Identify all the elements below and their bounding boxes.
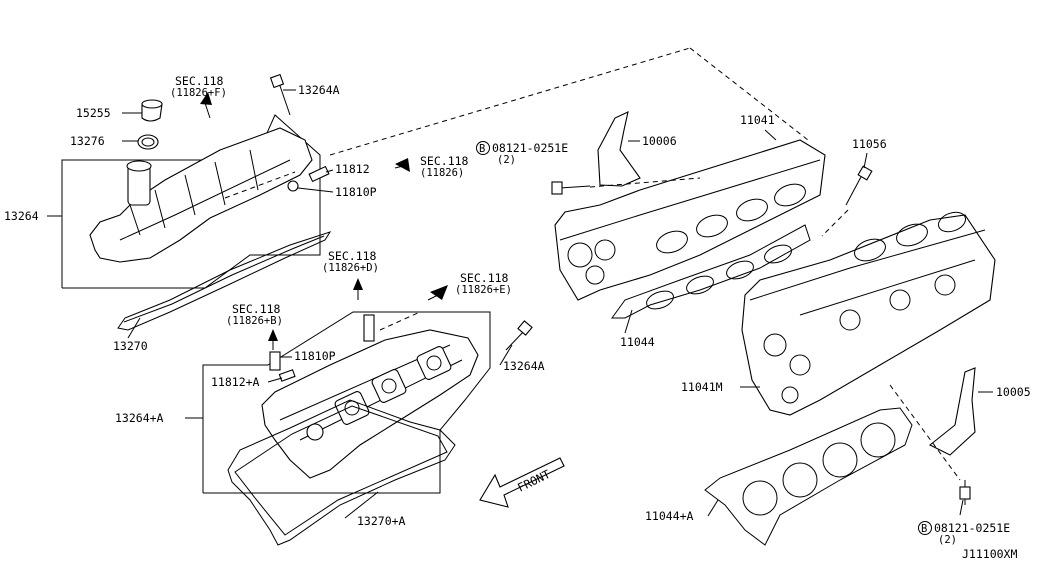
label-11812: 11812 — [335, 162, 370, 176]
label-b-low: B — [921, 523, 927, 535]
valve-11812a — [278, 369, 296, 382]
grommet-11810p-top — [287, 180, 299, 192]
bolt-08121-top — [559, 185, 591, 189]
label-10006: 10006 — [642, 134, 677, 148]
label-13270a: 13270+A — [357, 514, 406, 528]
oring-13276 — [137, 134, 159, 150]
label-15255: 15255 — [76, 106, 111, 120]
label-11810p-top: 11810P — [335, 185, 377, 199]
label-13264: 13264 — [4, 209, 39, 223]
cylinder-head-11041 — [554, 139, 826, 301]
cylinder-head-11041-group — [329, 47, 826, 334]
bolt-13264a-low — [505, 329, 526, 351]
label-11044: 11044 — [620, 335, 655, 349]
label-bolt-low-part: 08121-0251E — [934, 521, 1010, 535]
label-sec-plain-line1: SEC.118 — [420, 154, 469, 168]
label-sec-b-line2: (11826+B) — [226, 315, 283, 327]
label-13264a-top: 13264A — [298, 83, 340, 97]
bracket-10005 — [928, 367, 976, 456]
label-11041: 11041 — [740, 113, 775, 127]
label-bolt-low-qty: (2) — [938, 534, 957, 546]
label-sec-f-line1: SEC.118 — [175, 74, 224, 88]
label-13264a-plus: 13264+A — [115, 411, 164, 425]
label-sec-plain-line2: (11826) — [420, 167, 464, 179]
bolt-11056 — [845, 174, 863, 206]
front-direction-indicator — [479, 457, 565, 508]
diagram-code: J11100XM — [962, 547, 1017, 561]
label-sec-e-line1: SEC.118 — [460, 271, 509, 285]
gasket-11044a — [704, 407, 913, 546]
label-11056: 11056 — [852, 137, 887, 151]
label-b-top: B — [479, 143, 485, 155]
bolt-b-symbol-top — [476, 141, 490, 155]
bracket-10006 — [597, 111, 641, 187]
gasket-13270a — [227, 399, 456, 546]
rocker-cover-13264 — [89, 127, 313, 263]
label-sec-d-line1: SEC.118 — [328, 249, 377, 263]
gasket-13270 — [117, 231, 332, 331]
grommet-11810p-low — [269, 351, 281, 371]
label-11041m: 11041M — [681, 380, 723, 394]
bolt-b-symbol-low — [918, 521, 932, 535]
label-11810p-low: 11810P — [294, 349, 336, 363]
label-10005: 10005 — [996, 385, 1031, 399]
label-sec-e-line2: (11826+E) — [455, 284, 512, 296]
label-11812a: 11812+A — [211, 375, 260, 389]
valve-11812 — [308, 165, 330, 183]
label-sec-d-line2: (11826+D) — [322, 262, 379, 274]
pcv-valve-tube — [363, 314, 375, 342]
label-13264a-low: 13264A — [503, 359, 545, 373]
labels-layer: 15255 13276 13264 13270 13264A 11812 118… — [4, 74, 1031, 561]
label-bolt-top-part: 08121-0251E — [492, 141, 568, 155]
rocker-cover-left-group — [47, 73, 410, 339]
group-frame-13264 — [61, 114, 321, 289]
gasket-11044 — [611, 224, 811, 319]
label-sec-b-line1: SEC.118 — [232, 302, 281, 316]
bolt-13264a-top — [277, 79, 291, 116]
cylinder-head-11041m — [741, 214, 996, 416]
label-11044a: 11044+A — [645, 509, 694, 523]
front-arrow-icon — [479, 457, 565, 508]
label-bolt-top-qty: (2) — [497, 154, 516, 166]
cylinder-head-11041m-group — [704, 152, 996, 546]
label-13270: 13270 — [113, 339, 148, 353]
rocker-cover-right-group — [185, 278, 533, 546]
label-13276: 13276 — [70, 134, 105, 148]
label-sec-f-line2: (11826+F) — [170, 87, 227, 99]
